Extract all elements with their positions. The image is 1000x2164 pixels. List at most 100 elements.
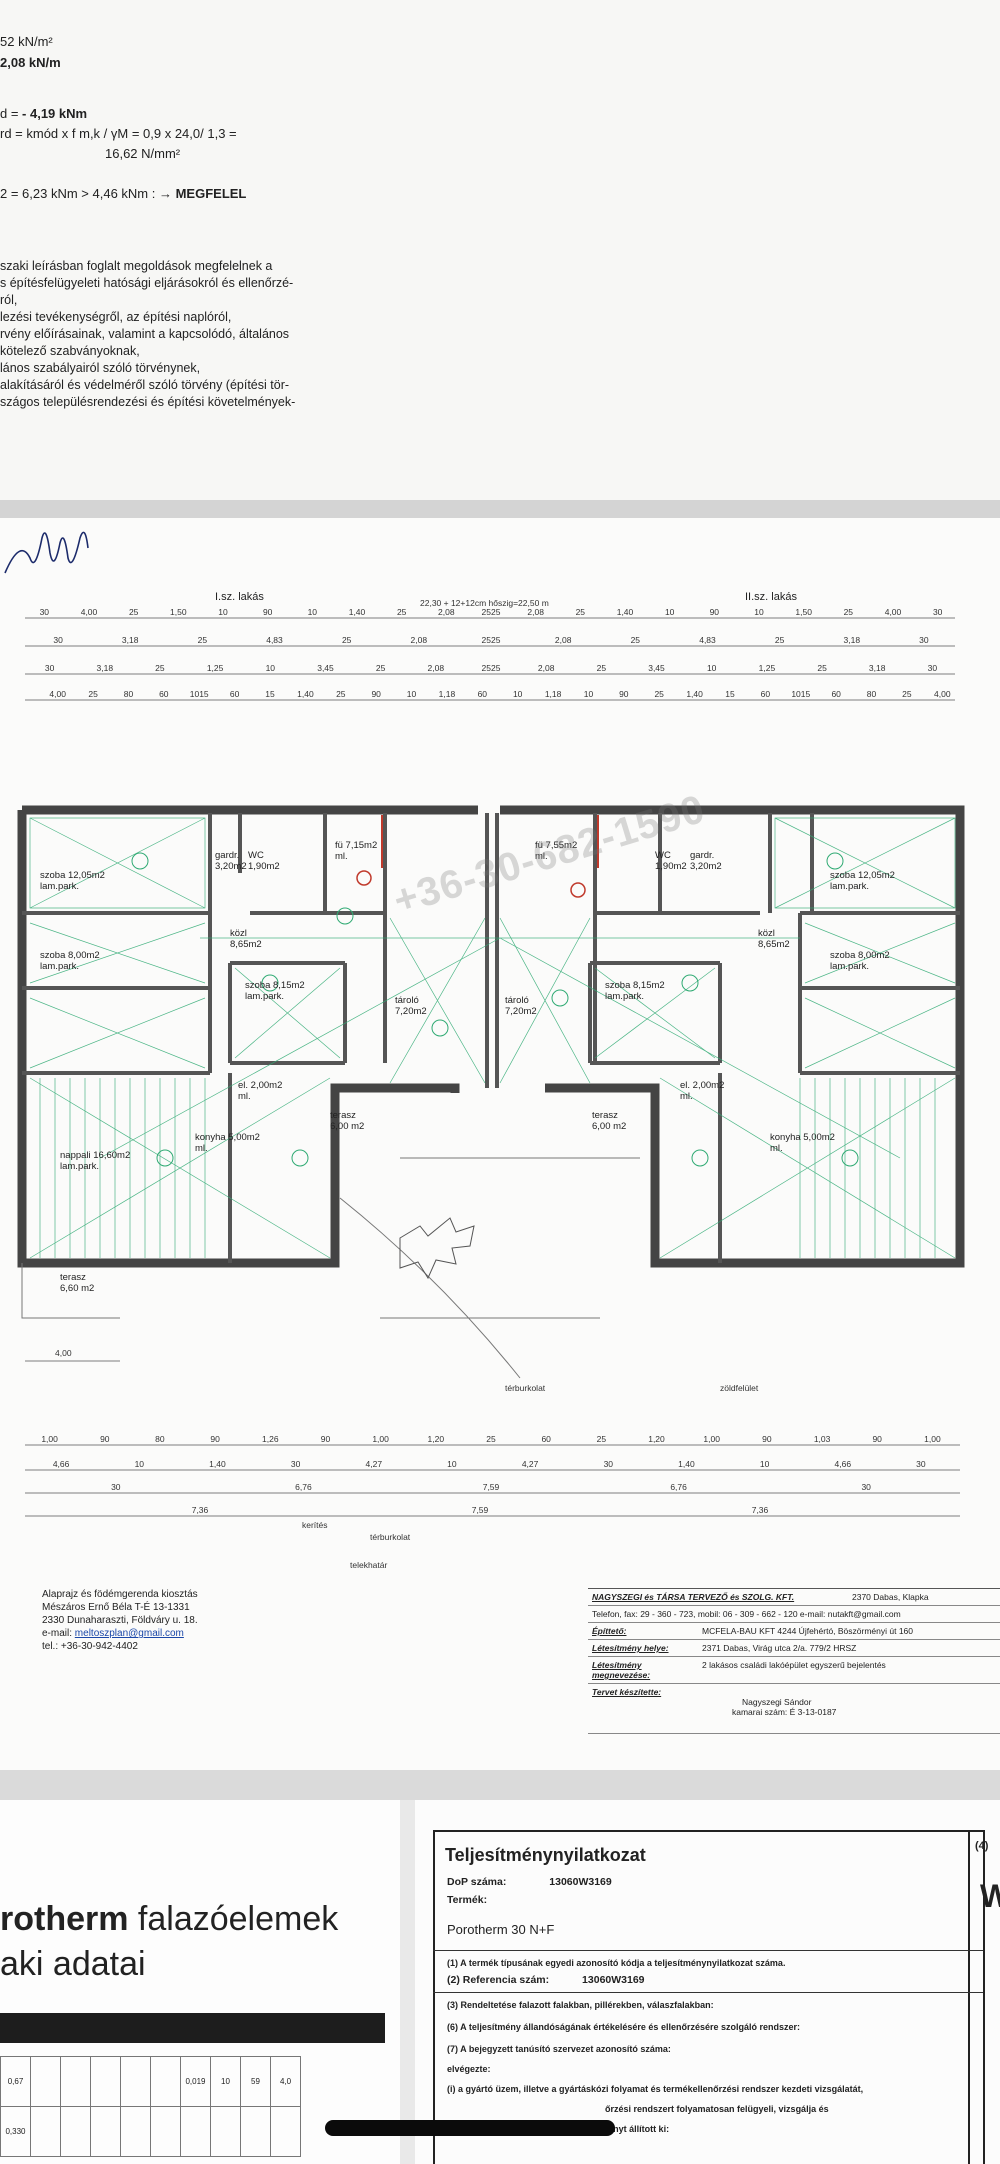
- room-name: szoba 8,00m2: [40, 950, 100, 961]
- dimension-label: 6,76: [670, 1482, 687, 1492]
- room-finish: ml.: [335, 851, 348, 862]
- title-block-builder-row: Építtető: MCFELA-BAU KFT 4244 Újfehértó,…: [588, 1623, 1000, 1640]
- dimension-label: 30: [40, 607, 50, 617]
- datasheet-subtitle: aki adatai: [0, 1945, 146, 1983]
- legend-line: Alaprajz és födémgerenda kiosztás: [42, 1589, 198, 1600]
- dimension-label: 25: [597, 663, 607, 673]
- room-finish: ml.: [770, 1143, 783, 1154]
- email-link[interactable]: meltoszplan@gmail.com: [74, 1628, 184, 1639]
- table-cell: 0,67: [0, 2056, 31, 2107]
- wet-room-walls: [381, 815, 599, 868]
- room-name: terasz: [60, 1272, 86, 1283]
- dimension-label: 10: [584, 689, 594, 699]
- dimension-label: 90: [619, 689, 629, 699]
- calculation-page: 52 kN/m² 2,08 kN/m d = - 4,19 kNm rd = k…: [0, 0, 1000, 500]
- page-separator: [0, 1770, 1000, 1800]
- calc-line-3-prefix: d =: [0, 106, 23, 121]
- dimension-label: 1,03: [814, 1434, 831, 1444]
- dimension-label: 4,27: [522, 1459, 539, 1469]
- room-finish: 1,90m2: [248, 861, 280, 872]
- room-finish: lam.park.: [40, 961, 79, 972]
- dimension-label: 10: [513, 689, 523, 699]
- room-labels: szoba 12,05m2lam.park.gardr.3,20m2WC1,90…: [40, 840, 895, 1294]
- dimension-label: 2,08: [438, 607, 455, 617]
- room-name: el. 2,00m2: [238, 1080, 282, 1091]
- dimension-label: 60: [478, 689, 488, 699]
- beam-layout: [29, 817, 956, 1259]
- exterior-walls: [17, 805, 965, 1268]
- datasheet-header-bar: [0, 2013, 385, 2043]
- bottom-dimension-lines: [25, 1360, 960, 1517]
- author-name: Nagyszegi Sándor: [742, 1697, 812, 1707]
- dop-big-letter: W: [980, 1878, 1000, 1914]
- title-block-firm-row: NAGYSZEGI és TÁRSA TERVEZŐ és SZOLG. KFT…: [588, 1589, 1000, 1606]
- dop-number-row: DoP száma: 13060W3169: [447, 1876, 612, 1888]
- dimension-label: 4,83: [699, 635, 716, 645]
- room-name: gardr.: [215, 850, 239, 861]
- dimension-label: 30: [919, 635, 929, 645]
- dimension-label: 30: [291, 1459, 301, 1469]
- dimension-label: 10: [760, 1459, 770, 1469]
- dimension-label: 15: [725, 689, 735, 699]
- table-cell: 10: [210, 2056, 241, 2107]
- dimension-label: 60: [541, 1434, 551, 1444]
- outdoor-label: térburkolat: [505, 1383, 546, 1393]
- dimension-label: 25: [198, 635, 208, 645]
- room-finish: 8,65m2: [758, 939, 790, 950]
- firm-name: NAGYSZEGI és TÁRSA TERVEZŐ és SZOLG. KFT…: [592, 1592, 795, 1602]
- dimension-label: 10: [135, 1459, 145, 1469]
- dimension-label: 1,25: [207, 663, 224, 673]
- author-registration: kamarai szám: É 3-13-0187: [732, 1707, 837, 1717]
- builder-value: MCFELA-BAU KFT 4244 Újfehértó, Böszörmén…: [702, 1626, 914, 1636]
- dop-number-value: 13060W3169: [549, 1876, 612, 1888]
- calc-line-1: 52 kN/m²: [0, 34, 53, 49]
- dop-frame: [433, 1830, 985, 2164]
- project-name-key: Létesítmény megnevezése:: [592, 1660, 651, 1680]
- project-name-value: 2 lakásos családi lakóépület egyszerű be…: [702, 1660, 886, 1670]
- brand-name: rotherm: [0, 1900, 129, 1938]
- dimension-label: 4,83: [266, 635, 283, 645]
- dimension-label: 90: [263, 607, 273, 617]
- dimension-label: 25: [376, 663, 386, 673]
- legend-line: Mészáros Ernő Béla T-É 13-1331: [42, 1602, 190, 1613]
- dimension-label: 80: [124, 689, 134, 699]
- outdoor-label: telekhatár: [350, 1560, 387, 1570]
- title-block-author-row: Tervet készítette: Nagyszegi Sándor kama…: [588, 1684, 1000, 1734]
- dimension-label: 1,25: [759, 663, 776, 673]
- dimension-label: 1,18: [545, 689, 562, 699]
- room-name: tároló: [505, 995, 529, 1006]
- room-finish: lam.park.: [245, 991, 284, 1002]
- dop-item-8: (i) a gyártó üzem, illetve a gyártáskózi…: [447, 2084, 864, 2094]
- redaction-bar: [325, 2120, 615, 2136]
- dop-item-6: (6) A teljesítmény állandóságának értéke…: [447, 2022, 800, 2032]
- builder-key: Építtető:: [592, 1626, 627, 1636]
- dimension-label: 1015: [791, 689, 810, 699]
- calc-paragraph-line: ról,: [0, 293, 18, 307]
- calc-line-6-prefix: 2 = 6,23 kNm > 4,46 kNm : →: [0, 186, 172, 201]
- room-name: szoba 12,05m2: [830, 870, 895, 881]
- room-finish: ml.: [680, 1091, 693, 1102]
- room-finish: 7,20m2: [395, 1006, 427, 1017]
- table-cell: [120, 2056, 151, 2107]
- calc-paragraph: szaki leírásban foglalt megoldások megfe…: [0, 258, 400, 411]
- unit-1-title: I.sz. lakás: [215, 591, 264, 603]
- room-name: konyha 5,00m2: [195, 1132, 260, 1143]
- room-finish: lam.park.: [830, 961, 869, 972]
- outdoor-label: térburkolat: [370, 1532, 411, 1542]
- table-row: 0,330: [0, 2106, 301, 2157]
- dimension-label: 2,08: [555, 635, 572, 645]
- site-key: Létesítmény helye:: [592, 1643, 669, 1653]
- legend-line: 2330 Dunaharaszti, Földváry u. 18.: [42, 1615, 198, 1626]
- dimension-label: 1,20: [428, 1434, 445, 1444]
- dimension-label: 10: [218, 607, 228, 617]
- dop-item-9: őrzési rendszert folyamatosan felügyeli,…: [605, 2104, 829, 2114]
- dimension-label: 25: [597, 1434, 607, 1444]
- room-finish: ml.: [195, 1143, 208, 1154]
- reference-key: (2) Referencia szám:: [447, 1974, 550, 1986]
- table-cell: 59: [240, 2056, 271, 2107]
- table-cell: [120, 2106, 151, 2157]
- declaration-of-performance: (4) W Teljesítménynyilatkozat DoP száma:…: [415, 1800, 1000, 2164]
- dimension-label: 3,18: [844, 635, 861, 645]
- dimension-label: 90: [321, 1434, 331, 1444]
